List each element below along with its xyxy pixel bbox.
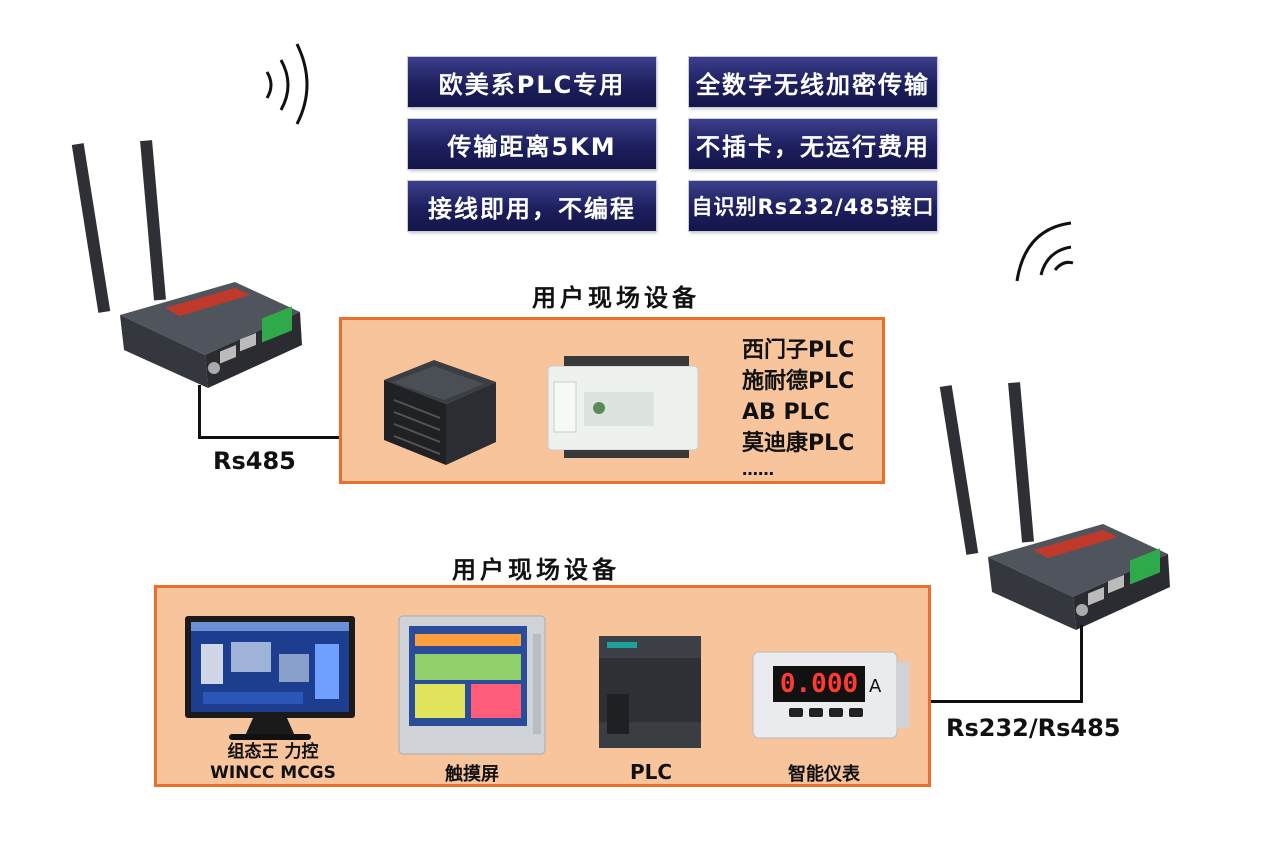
schneider-plc-image bbox=[547, 356, 699, 458]
wire-left-vertical bbox=[198, 385, 201, 438]
meter-unit: A bbox=[869, 676, 882, 697]
touch-screen-caption: 触摸屏 bbox=[445, 764, 499, 785]
meter-reading: 0.000 bbox=[779, 669, 859, 699]
connection-label-right: Rs232/Rs485 bbox=[946, 714, 1121, 742]
wifi-signal-icon-left bbox=[265, 43, 309, 125]
plc-module-image bbox=[599, 636, 701, 748]
wireless-router-right bbox=[939, 382, 1170, 630]
touch-screen-image bbox=[398, 615, 546, 755]
brand-modicon: 莫迪康PLC bbox=[742, 431, 855, 456]
feature-badge-no-card: 不插卡，无运行费用 bbox=[689, 119, 937, 169]
section-title-bottom: 用户现场设备 bbox=[452, 556, 620, 584]
brand-siemens: 西门子PLC bbox=[742, 338, 855, 363]
wireless-router-left bbox=[71, 140, 302, 388]
wifi-signal-icon-right bbox=[1015, 221, 1074, 282]
feature-text: 接线即用，不编程 bbox=[428, 194, 636, 223]
brand-more: …… bbox=[742, 460, 774, 479]
connection-label-left: Rs485 bbox=[213, 447, 296, 475]
feature-badge-encryption: 全数字无线加密传输 bbox=[689, 57, 937, 107]
feature-text: 全数字无线加密传输 bbox=[696, 70, 930, 99]
section-title-top: 用户现场设备 bbox=[532, 284, 700, 312]
bottom-device-panel: 组态王 力控 WINCC MCGS 触摸屏 PLC 0.000 A 智能仪表 bbox=[154, 585, 931, 787]
smart-meter-caption: 智能仪表 bbox=[788, 764, 860, 785]
feature-badge-distance: 传输距离5KM bbox=[408, 119, 656, 169]
scada-caption-line1: 组态王 力控 bbox=[227, 742, 319, 762]
wire-left-horizontal bbox=[198, 436, 339, 439]
scada-monitor-image bbox=[185, 616, 355, 740]
feature-text: 自识别Rs232/485接口 bbox=[691, 195, 935, 219]
smart-meter-image bbox=[752, 651, 909, 739]
feature-text: 不插卡，无运行费用 bbox=[696, 132, 930, 161]
scada-caption-line2: WINCC MCGS bbox=[210, 763, 336, 783]
siemens-plc-image bbox=[384, 360, 496, 465]
feature-badge-plc: 欧美系PLC专用 bbox=[408, 57, 656, 107]
plc-caption: PLC bbox=[629, 760, 673, 784]
top-device-panel: 西门子PLC 施耐德PLC AB PLC 莫迪康PLC …… bbox=[339, 317, 885, 484]
brand-ab: AB PLC bbox=[742, 400, 830, 425]
brand-schneider: 施耐德PLC bbox=[742, 369, 855, 394]
wire-right-vertical bbox=[1080, 625, 1083, 702]
plc-brand-list: 西门子PLC 施耐德PLC AB PLC 莫迪康PLC …… bbox=[742, 335, 854, 481]
feature-text: 传输距离5KM bbox=[447, 132, 617, 161]
feature-badge-auto-detect: 自识别Rs232/485接口 bbox=[689, 181, 937, 231]
feature-badge-plug-and-play: 接线即用，不编程 bbox=[408, 181, 656, 231]
wire-right-horizontal bbox=[930, 700, 1083, 703]
scada-caption: 组态王 力控 WINCC MCGS bbox=[185, 742, 361, 784]
feature-text: 欧美系PLC专用 bbox=[438, 70, 626, 99]
